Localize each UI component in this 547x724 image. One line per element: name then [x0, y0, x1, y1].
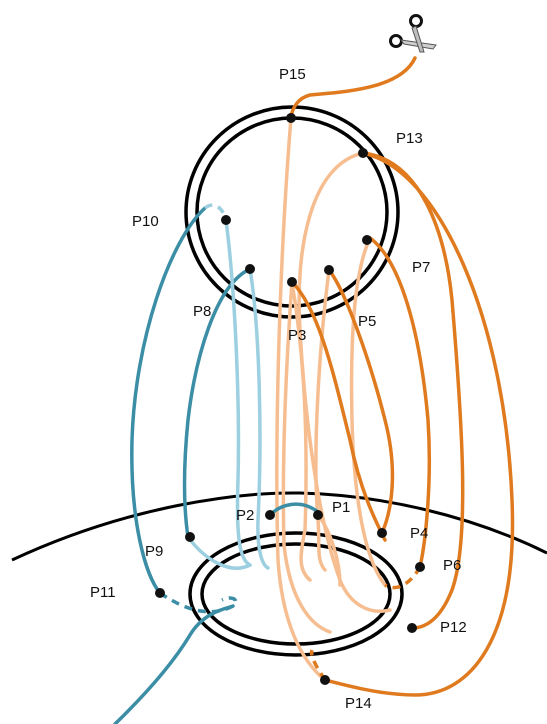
- label-p7: P7: [412, 259, 430, 276]
- teal-suture: [113, 206, 320, 724]
- point-p15: [286, 113, 296, 123]
- peach-suture: [275, 116, 392, 682]
- orange-dashed-suture: [309, 566, 422, 681]
- suture-points: [155, 113, 425, 685]
- point-labels: P1 P2 P3 P4 P5 P6 P7 P8 P9 P10 P11 P12 P…: [90, 66, 467, 712]
- label-p8: P8: [193, 303, 211, 320]
- label-p5: P5: [358, 313, 376, 330]
- label-p10: P10: [132, 213, 159, 230]
- point-p10: [221, 215, 231, 225]
- label-p15: P15: [279, 66, 306, 83]
- orange-suture: [289, 56, 515, 697]
- point-p8: [245, 264, 255, 274]
- scissors-icon: [389, 14, 437, 53]
- label-p9: P9: [145, 543, 163, 560]
- point-p2: [265, 510, 275, 520]
- label-p12: P12: [440, 619, 467, 636]
- point-p4: [377, 528, 387, 538]
- label-p14: P14: [345, 695, 372, 712]
- light-blue-dashed-suture: [203, 203, 228, 221]
- label-p2: P2: [236, 507, 254, 524]
- point-p5: [324, 265, 334, 275]
- teal-dashed-suture: [159, 591, 238, 614]
- label-p4: P4: [410, 525, 428, 542]
- point-p9: [185, 532, 195, 542]
- point-p14: [320, 675, 330, 685]
- point-p12: [407, 623, 417, 633]
- point-p13: [358, 148, 368, 158]
- label-p11: P11: [90, 584, 116, 601]
- label-p3: P3: [288, 327, 306, 344]
- point-p1: [313, 510, 323, 520]
- point-p6: [415, 562, 425, 572]
- label-p6: P6: [443, 557, 461, 574]
- label-p1: P1: [332, 499, 350, 516]
- point-p11: [155, 588, 165, 598]
- point-p7: [362, 235, 372, 245]
- surface-curve: [11, 491, 547, 562]
- point-p3: [287, 277, 297, 287]
- light-blue-suture: [186, 218, 270, 570]
- label-p13: P13: [396, 130, 423, 147]
